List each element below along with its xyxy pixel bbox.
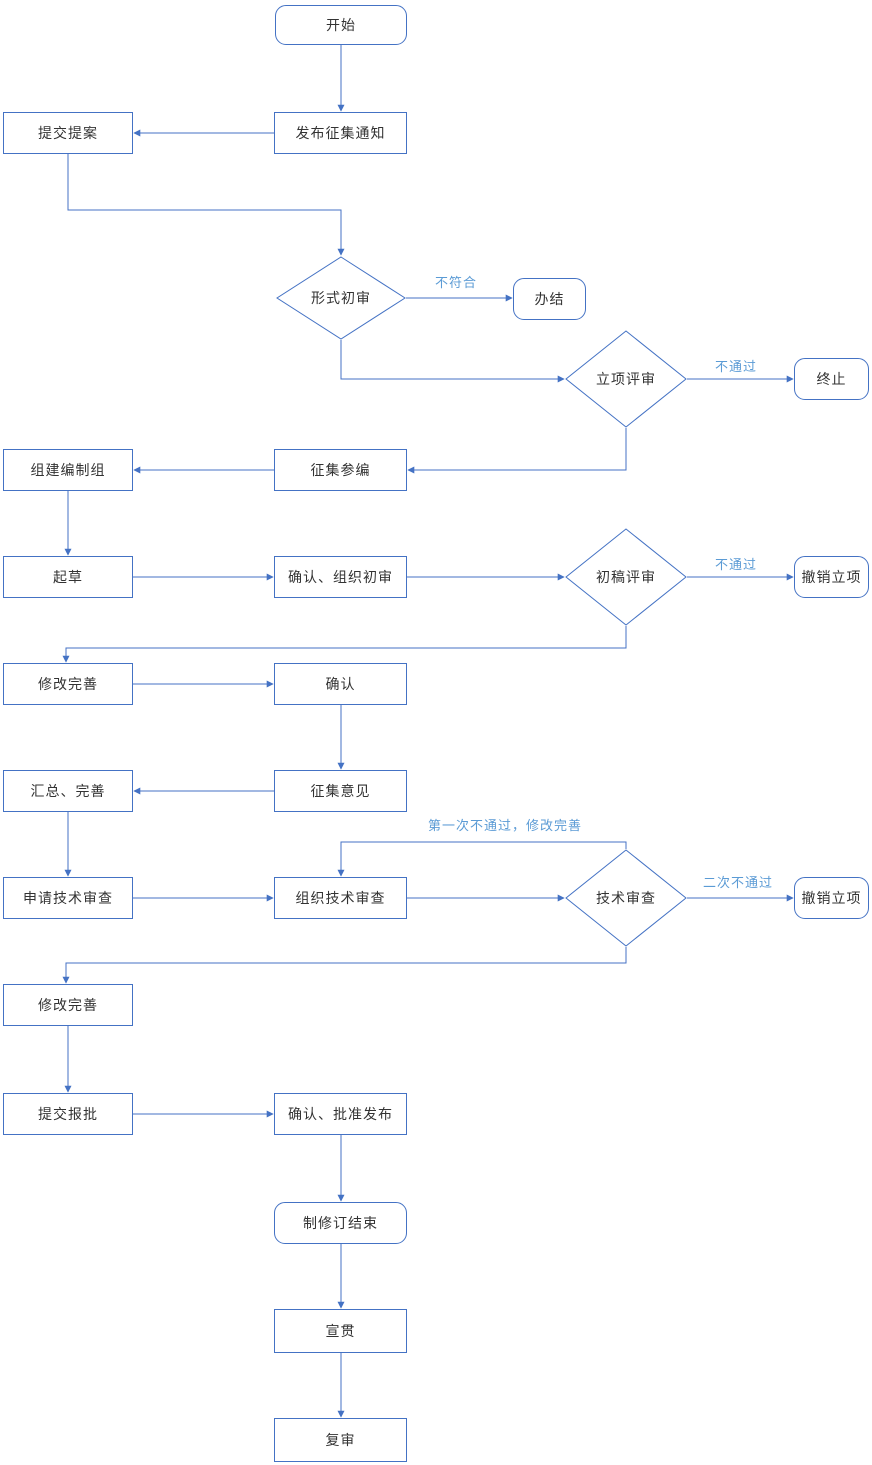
node-cancel-project-2: 撤销立项 xyxy=(794,877,869,919)
node-project-review: 立项评审 xyxy=(565,330,687,428)
node-submit-proposal: 提交提案 xyxy=(3,112,133,154)
node-revise-improve-2: 修改完善 xyxy=(3,984,133,1026)
node-confirm-approve-publish-label: 确认、批准发布 xyxy=(288,1106,393,1122)
node-submit-for-approval-label: 提交报批 xyxy=(38,1106,98,1122)
node-re-review: 复审 xyxy=(274,1418,407,1462)
edge-tech-review-to-revise2 xyxy=(62,947,627,984)
edge-label-second-fail: 二次不通过 xyxy=(702,875,773,890)
edge-label-not-pass-draft: 不通过 xyxy=(714,557,757,572)
node-confirm-org-review-label: 确认、组织初审 xyxy=(288,569,393,585)
node-collect-participants-label: 征集参编 xyxy=(310,462,371,478)
edge-formal-review-to-project-review xyxy=(340,340,565,383)
diamond-shape xyxy=(276,256,406,340)
node-confirm-approve-publish: 确认、批准发布 xyxy=(274,1093,407,1135)
node-formal-review: 形式初审 xyxy=(276,256,406,340)
node-start: 开始 xyxy=(275,5,407,45)
node-promote-label: 宣贯 xyxy=(325,1323,356,1339)
node-revise-improve-1: 修改完善 xyxy=(3,663,133,705)
node-form-drafting-group-label: 组建编制组 xyxy=(30,462,106,478)
node-submit-proposal-label: 提交提案 xyxy=(38,125,98,141)
node-start-label: 开始 xyxy=(326,17,356,33)
node-organize-tech-review: 组织技术审查 xyxy=(274,877,407,919)
node-collect-opinions-label: 征集意见 xyxy=(310,783,371,799)
node-project-review-label: 立项评审 xyxy=(596,371,656,387)
node-confirm: 确认 xyxy=(274,663,407,705)
node-first-draft-review-label: 初稿评审 xyxy=(596,569,656,585)
node-publish-notice-label: 发布征集通知 xyxy=(295,125,386,141)
node-close-case-label: 办结 xyxy=(534,291,565,307)
diamond-shape xyxy=(565,528,687,626)
node-promote: 宣贯 xyxy=(274,1309,407,1353)
node-confirm-label: 确认 xyxy=(325,676,356,692)
node-revision-end-label: 制修订结束 xyxy=(303,1215,378,1231)
node-organize-tech-review-label: 组织技术审查 xyxy=(295,890,386,906)
node-summarize-improve-label: 汇总、完善 xyxy=(30,783,106,799)
node-apply-tech-review-label: 申请技术审查 xyxy=(23,890,113,906)
edge-label-not-pass-project: 不通过 xyxy=(714,359,757,374)
node-first-draft-review: 初稿评审 xyxy=(565,528,687,626)
node-apply-tech-review: 申请技术审查 xyxy=(3,877,133,919)
node-revise-improve-1-label: 修改完善 xyxy=(38,676,98,692)
node-revise-improve-2-label: 修改完善 xyxy=(38,997,98,1013)
node-draft-label: 起草 xyxy=(53,569,83,585)
node-form-drafting-group: 组建编制组 xyxy=(3,449,133,491)
node-terminate-label: 终止 xyxy=(816,371,847,387)
node-confirm-org-review: 确认、组织初审 xyxy=(274,556,407,598)
node-publish-notice: 发布征集通知 xyxy=(274,112,407,154)
node-collect-opinions: 征集意见 xyxy=(274,770,407,812)
edge-project-review-to-collect xyxy=(407,428,627,474)
node-summarize-improve: 汇总、完善 xyxy=(3,770,133,812)
diamond-shape xyxy=(565,330,687,428)
node-draft: 起草 xyxy=(3,556,133,598)
edge-submit-to-formal-review xyxy=(67,154,345,256)
edge-draft-review-to-revise1 xyxy=(62,626,627,663)
edge-label-not-conform: 不符合 xyxy=(434,275,477,290)
node-submit-for-approval: 提交报批 xyxy=(3,1093,133,1135)
node-re-review-label: 复审 xyxy=(325,1432,356,1448)
node-tech-review-label: 技术审查 xyxy=(596,890,656,906)
node-terminate: 终止 xyxy=(794,358,869,400)
node-cancel-project-1-label: 撤销立项 xyxy=(801,569,862,585)
diamond-shape xyxy=(565,849,687,947)
node-cancel-project-2-label: 撤销立项 xyxy=(801,890,862,906)
node-tech-review: 技术审查 xyxy=(565,849,687,947)
node-formal-review-label: 形式初审 xyxy=(311,290,371,306)
node-close-case: 办结 xyxy=(513,278,586,320)
edge-tech-review-feedback-to-organize xyxy=(337,841,627,877)
edge-label-first-fail-revise: 第一次不通过，修改完善 xyxy=(427,818,582,833)
node-collect-participants: 征集参编 xyxy=(274,449,407,491)
node-cancel-project-1: 撤销立项 xyxy=(794,556,869,598)
node-revision-end: 制修订结束 xyxy=(274,1202,407,1244)
